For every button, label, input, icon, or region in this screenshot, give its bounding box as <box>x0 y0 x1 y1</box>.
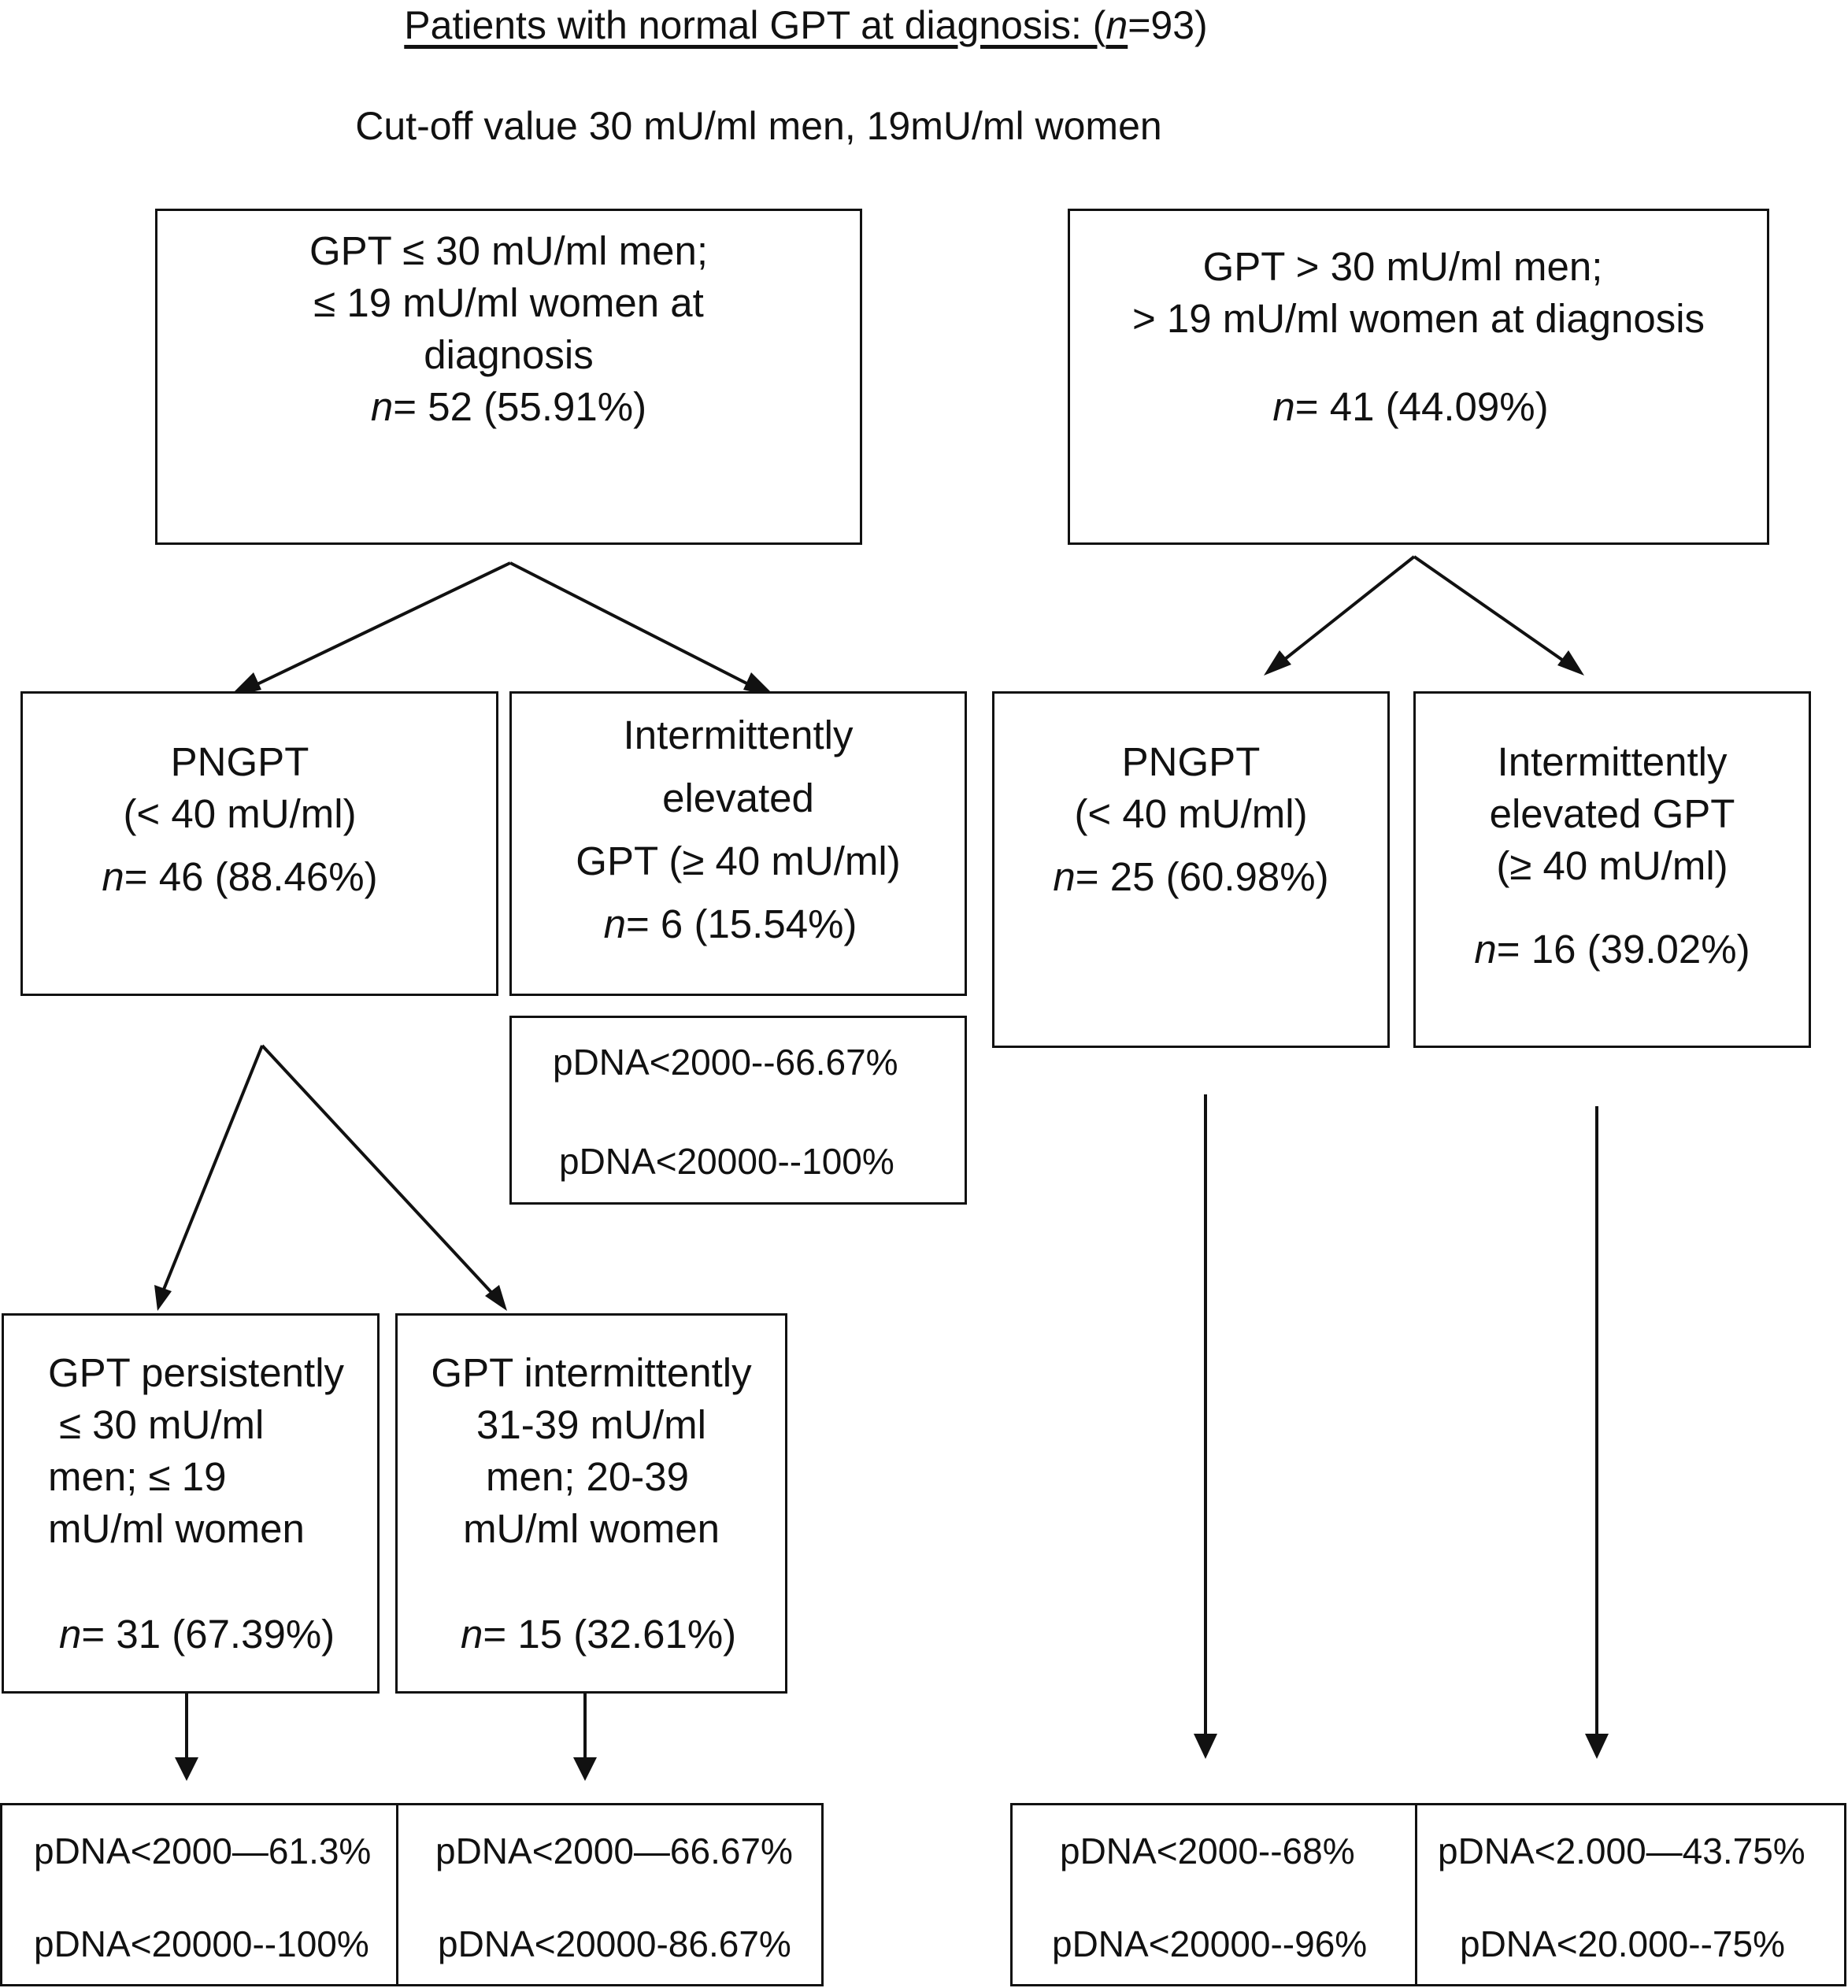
arrow-right-to-intermittent <box>1413 555 1572 667</box>
pdna-line: pDNA<20000-86.67% <box>438 1923 791 1964</box>
box-pdna-left-group: pDNA<2000—61.3% pDNA<20000--100% pDNA<20… <box>0 1803 824 1986</box>
arrow-left-to-pngpt <box>243 561 511 692</box>
line: (< 40 mU/ml) <box>1074 791 1308 836</box>
count-line: n= 25 (60.98%) <box>994 851 1387 903</box>
title-n-symbol: n <box>1105 3 1128 47</box>
line: ≤ 30 mU/ml <box>59 1402 265 1447</box>
n-symbol: n <box>59 1612 82 1657</box>
pdna-line: pDNA<2000--66.67% <box>553 1042 898 1083</box>
arrow-right-to-pngpt <box>1276 555 1416 667</box>
line: GPT persistently <box>48 1350 345 1395</box>
line: PNGPT <box>1121 739 1261 784</box>
count-value: = 41 (44.09%) <box>1294 384 1549 429</box>
count-value: = 52 (55.91%) <box>393 384 647 429</box>
box-pngpt-right: PNGPT (< 40 mU/ml) n= 25 (60.98%) <box>992 691 1390 1048</box>
line: > 19 mU/ml women at diagnosis <box>1131 296 1705 341</box>
n-symbol: n <box>370 384 394 429</box>
arrowhead-10 <box>1585 1734 1609 1759</box>
pdna-line: pDNA<2000--68% <box>1060 1831 1355 1871</box>
box-pdna-intermittent-left: pDNA<2000--66.67% pDNA<20000--100% <box>509 1016 967 1205</box>
pdna-line: pDNA<2000—66.67% <box>435 1831 793 1871</box>
line: elevated GPT <box>1489 791 1735 836</box>
box-gpt-intermittent-low: GPT intermittently 31-39 mU/ml men; 20-3… <box>395 1313 787 1694</box>
count-value: = 16 (39.02%) <box>1496 927 1750 972</box>
count-line: n= 15 (32.61%) <box>461 1609 736 1660</box>
box-pngpt-left: PNGPT (< 40 mU/ml) n= 46 (88.46%) <box>20 691 498 996</box>
line: GPT (≥ 40 mU/ml) <box>576 839 901 883</box>
line: mU/ml women <box>48 1506 305 1551</box>
line: Intermittently <box>623 713 854 757</box>
n-symbol: n <box>461 1612 483 1657</box>
box-gpt-elevated-at-diagnosis: GPT > 30 mU/ml men; > 19 mU/ml women at … <box>1068 209 1769 545</box>
title-count: =93) <box>1128 3 1208 47</box>
line: men; 20-39 <box>486 1454 689 1499</box>
arrow-left-to-intermittent <box>509 561 761 692</box>
box-intermittent-left: Intermittently elevated GPT (≥ 40 mU/ml)… <box>509 691 967 996</box>
arrowhead-3 <box>1264 650 1291 676</box>
count-value: = 46 (88.46%) <box>124 854 378 899</box>
count-line: n= 52 (55.91%) <box>157 381 860 433</box>
pdna-line: pDNA<20000--100% <box>34 1923 369 1964</box>
count-value: = 15 (32.61%) <box>483 1612 737 1657</box>
count-line: n= 6 (15.54%) <box>496 898 965 950</box>
n-symbol: n <box>603 901 626 946</box>
n-symbol: n <box>1053 854 1076 899</box>
line: GPT ≤ 30 mU/ml men; <box>309 228 708 273</box>
arrowhead-8 <box>573 1757 597 1781</box>
arrow-pngpt-to-intermittent <box>261 1044 499 1301</box>
line: men; ≤ 19 <box>48 1454 227 1499</box>
count-line: n= 46 (88.46%) <box>0 851 496 903</box>
box-gpt-normal-at-diagnosis: GPT ≤ 30 mU/ml men; ≤ 19 mU/ml women at … <box>155 209 862 545</box>
divider <box>396 1805 398 1984</box>
pdna-line: pDNA<20000--96% <box>1052 1923 1368 1964</box>
box-intermittent-right: Intermittently elevated GPT (≥ 40 mU/ml)… <box>1413 691 1811 1048</box>
n-symbol: n <box>1272 384 1295 429</box>
line: (< 40 mU/ml) <box>123 791 357 836</box>
line: GPT > 30 mU/ml men; <box>1202 244 1603 289</box>
arrowhead-6 <box>485 1285 507 1311</box>
count-value: = 31 (67.39%) <box>81 1612 335 1657</box>
line: diagnosis <box>424 332 594 377</box>
line: ≤ 19 mU/ml women at <box>313 280 704 325</box>
count-line: n= 31 (67.39%) <box>59 1609 335 1660</box>
arrowhead-7 <box>175 1757 198 1781</box>
arrow-pngpt-to-persistent <box>160 1045 264 1296</box>
n-symbol: n <box>102 854 124 899</box>
line: elevated <box>662 776 814 820</box>
count-line: n= 41 (44.09%) <box>1054 381 1767 433</box>
count-value: = 6 (15.54%) <box>625 901 857 946</box>
box-pdna-right-group: pDNA<2000--68% pDNA<20000--96% pDNA<2.00… <box>1010 1803 1846 1986</box>
n-symbol: n <box>1474 927 1497 972</box>
count-line: n= 16 (39.02%) <box>1416 924 1809 975</box>
box-gpt-persistent: GPT persistently ≤ 30 mU/ml men; ≤ 19 mU… <box>2 1313 380 1694</box>
line: mU/ml women <box>463 1506 720 1551</box>
pdna-line: pDNA<2.000—43.75% <box>1438 1831 1805 1871</box>
arrowhead-5 <box>154 1285 172 1311</box>
pdna-line: pDNA<20000--100% <box>559 1141 894 1182</box>
line: GPT intermittently <box>431 1350 752 1395</box>
arrowhead-9 <box>1194 1734 1217 1759</box>
line: PNGPT <box>170 739 309 784</box>
line: (≥ 40 mU/ml) <box>1496 843 1728 888</box>
cutoff-subtitle: Cut-off value 30 mU/ml men, 19mU/ml wome… <box>355 104 1162 148</box>
arrowhead-4 <box>1557 650 1584 676</box>
pdna-line: pDNA<2000—61.3% <box>34 1831 372 1871</box>
page-title: Patients with normal GPT at diagnosis: (… <box>0 2 1730 49</box>
count-value: = 25 (60.98%) <box>1075 854 1329 899</box>
line: 31-39 mU/ml <box>476 1402 706 1447</box>
line: Intermittently <box>1497 739 1728 784</box>
title-underlined-text: Patients with normal GPT at diagnosis: ( <box>404 3 1106 47</box>
divider <box>1415 1805 1417 1984</box>
pdna-line: pDNA<20.000--75% <box>1460 1923 1785 1964</box>
